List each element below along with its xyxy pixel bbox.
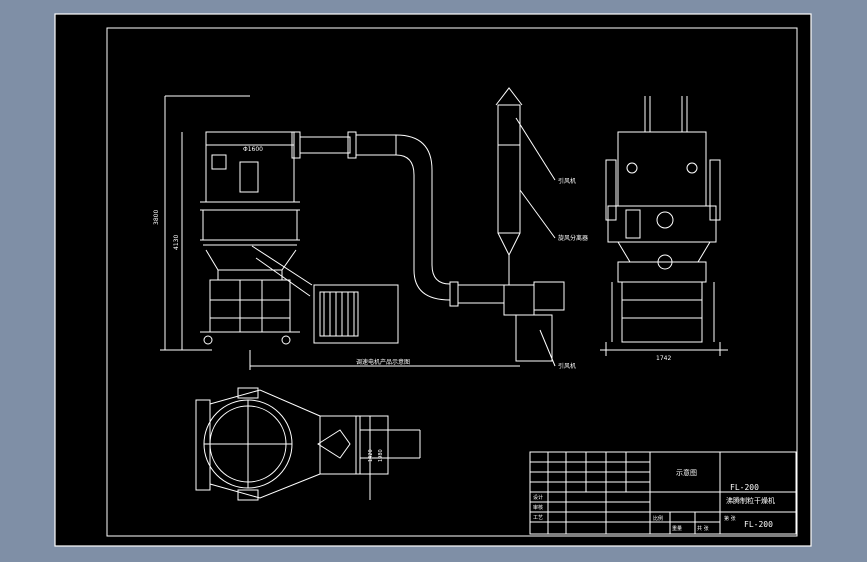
- title-model: FL-200: [730, 483, 759, 492]
- front-elevation: [160, 87, 565, 370]
- title-view-name: 示意图: [676, 468, 697, 477]
- title-row-label-3: 工艺: [533, 515, 543, 521]
- title-row-label-2: 审核: [533, 504, 543, 511]
- title-product-name: 沸腾制粒干燥机: [726, 496, 775, 505]
- dim-side-width: 1742: [656, 355, 671, 362]
- title-block: [529, 451, 797, 535]
- title-footer-1: 比例: [653, 515, 663, 522]
- plan-dim-a: 1420: [368, 449, 374, 462]
- plan-dim-b: 1980: [378, 449, 384, 462]
- dim-bottom-note: 调速电机产品示意图: [356, 358, 410, 366]
- callout-1: 引风机: [558, 177, 576, 185]
- drawing-sheet: [54, 13, 812, 547]
- dim-top-width: Φ1600: [243, 146, 263, 153]
- side-elevation: [600, 96, 728, 356]
- dim-body-height: 4130: [173, 235, 180, 250]
- title-row-label-1: 设计: [533, 494, 543, 501]
- title-drawing-no: FL-200: [744, 520, 773, 529]
- callout-2: 旋风分离器: [558, 234, 588, 242]
- title-footer-4: 第 张: [724, 515, 736, 522]
- plan-view: [195, 387, 421, 501]
- title-footer-3: 共 张: [697, 525, 709, 532]
- inner-frame: [106, 27, 798, 537]
- dim-total-height: 3800: [153, 210, 160, 225]
- title-footer-2: 重量: [672, 525, 682, 532]
- callout-3: 引风机: [558, 362, 576, 370]
